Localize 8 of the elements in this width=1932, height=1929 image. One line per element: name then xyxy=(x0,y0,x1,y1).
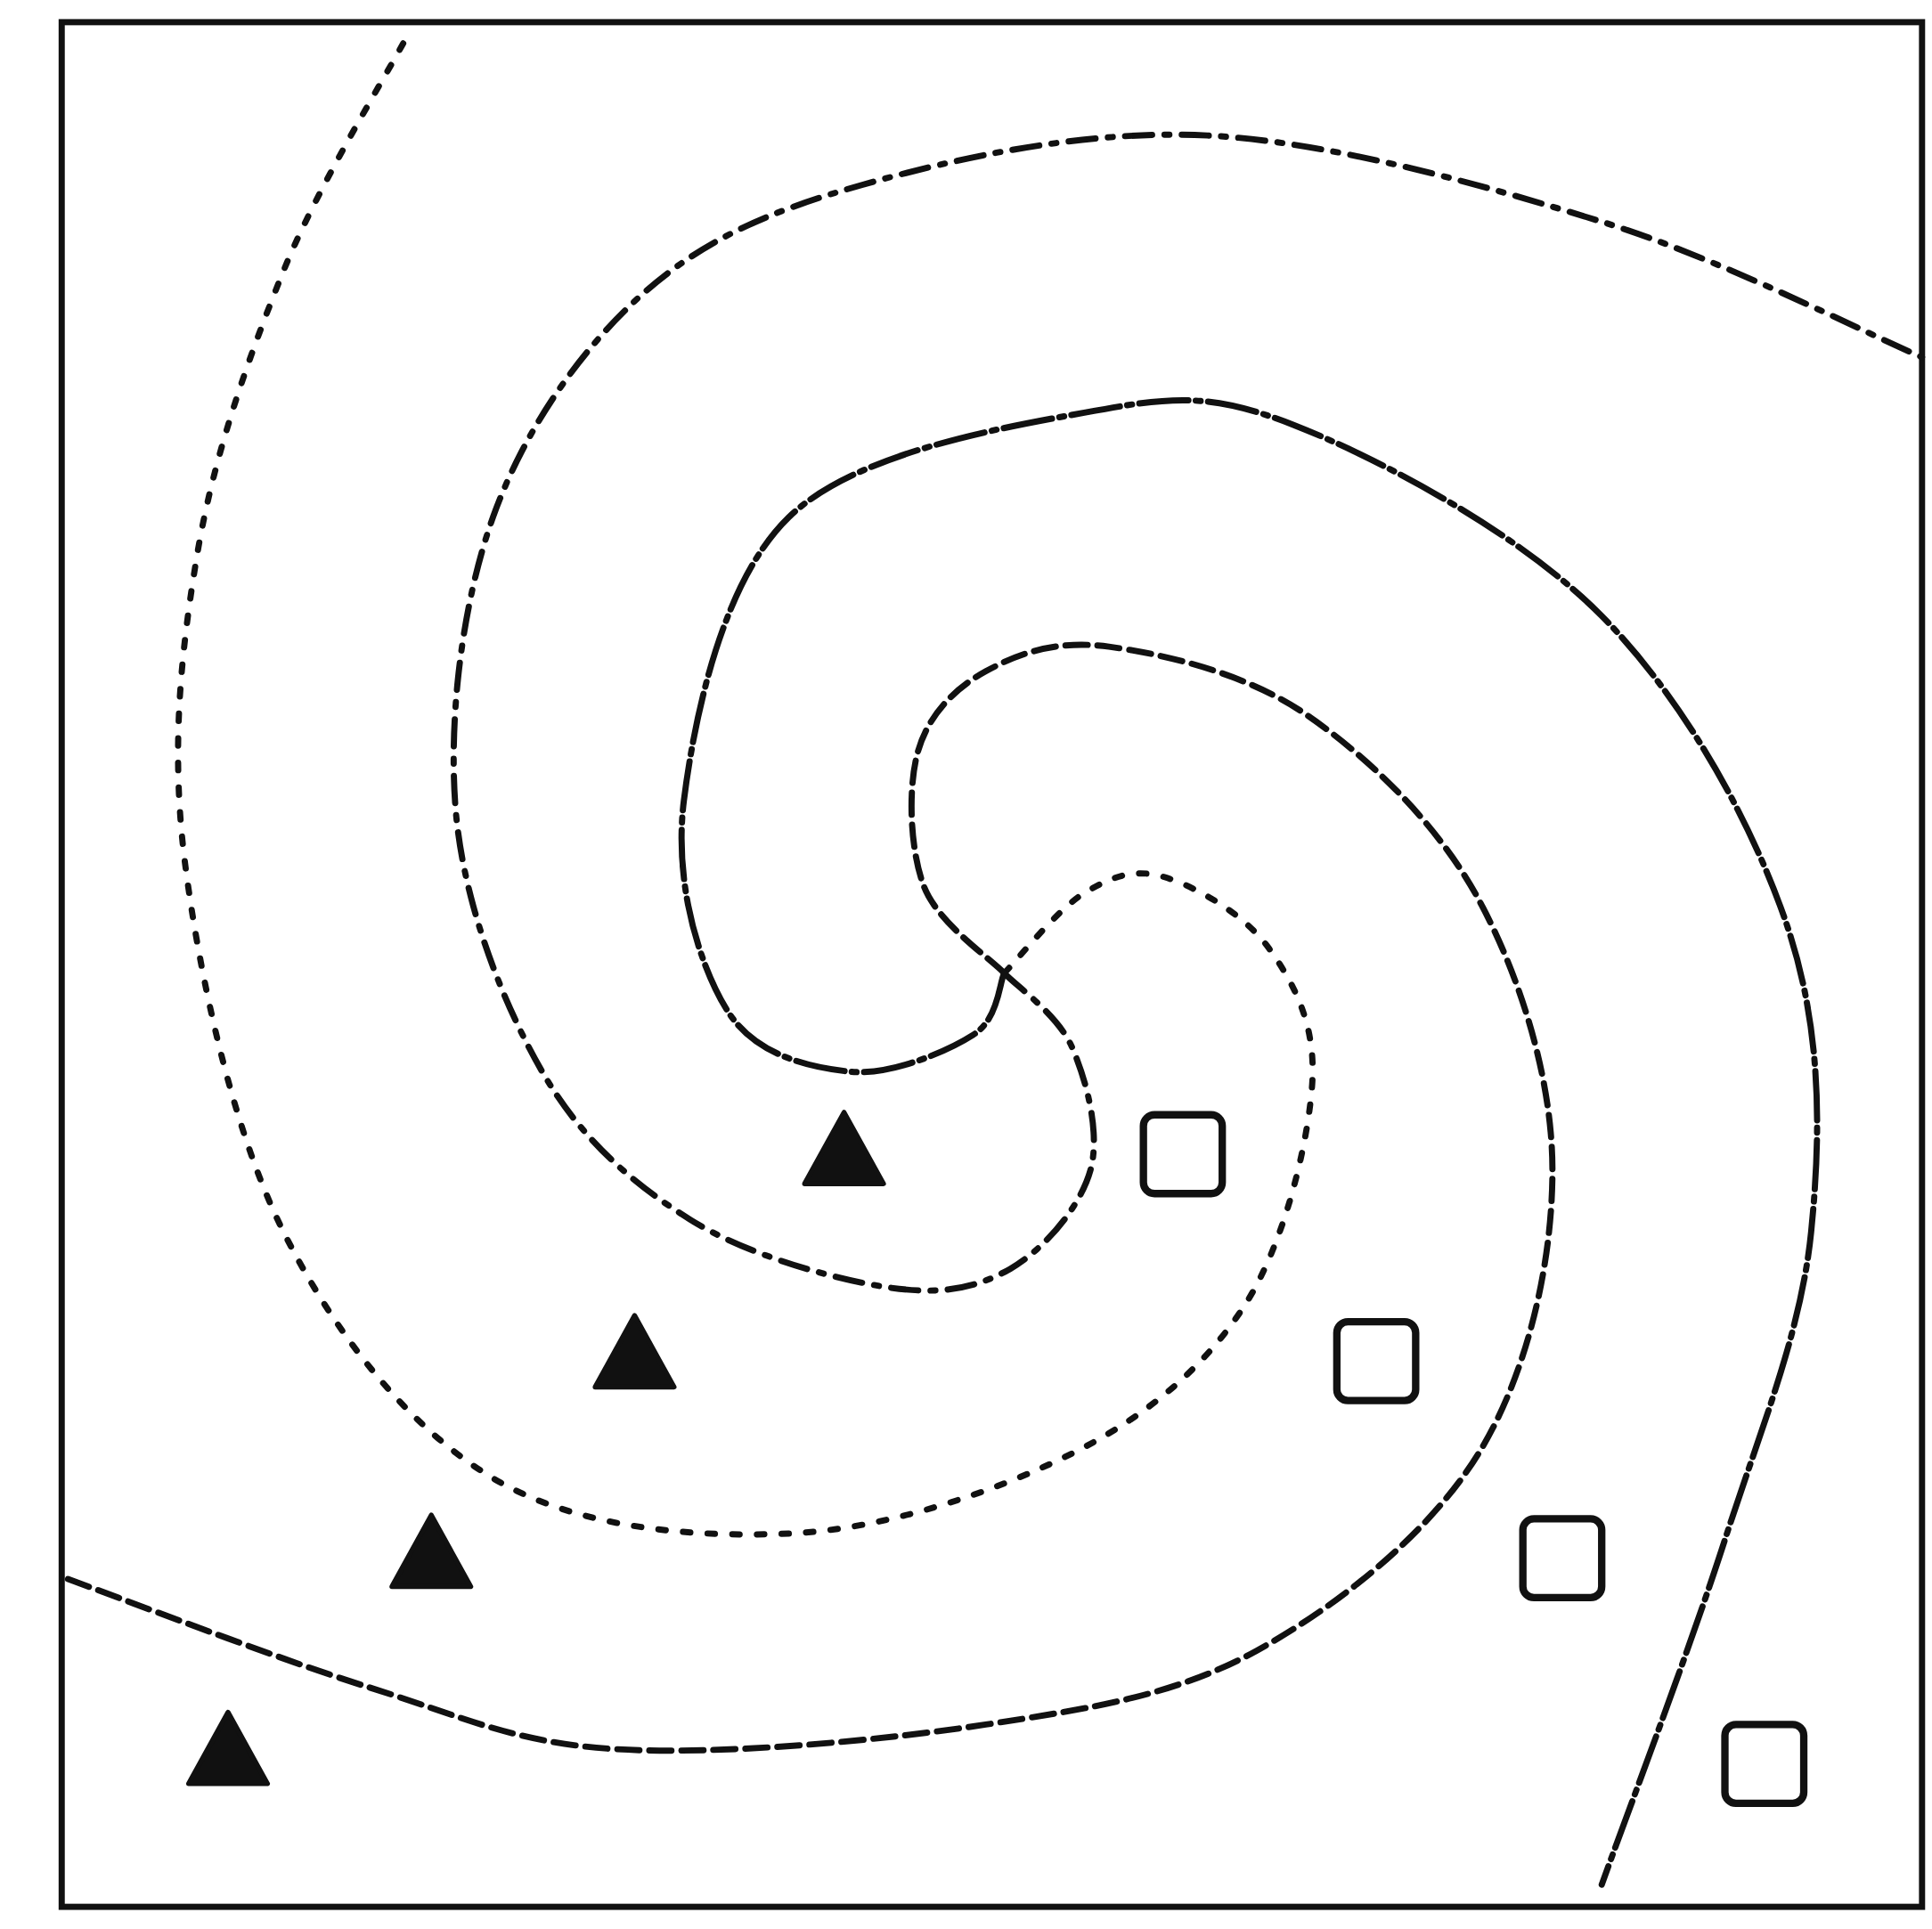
triangle-marker xyxy=(389,1512,474,1590)
square-marker xyxy=(1519,1515,1606,1602)
square-marker xyxy=(1139,1111,1227,1198)
triangle-marker xyxy=(185,1709,271,1787)
square-marker xyxy=(1333,1317,1420,1404)
triangle-marker xyxy=(592,1313,677,1390)
triangle-marker xyxy=(802,1110,886,1186)
square-marker xyxy=(1721,1721,1808,1808)
